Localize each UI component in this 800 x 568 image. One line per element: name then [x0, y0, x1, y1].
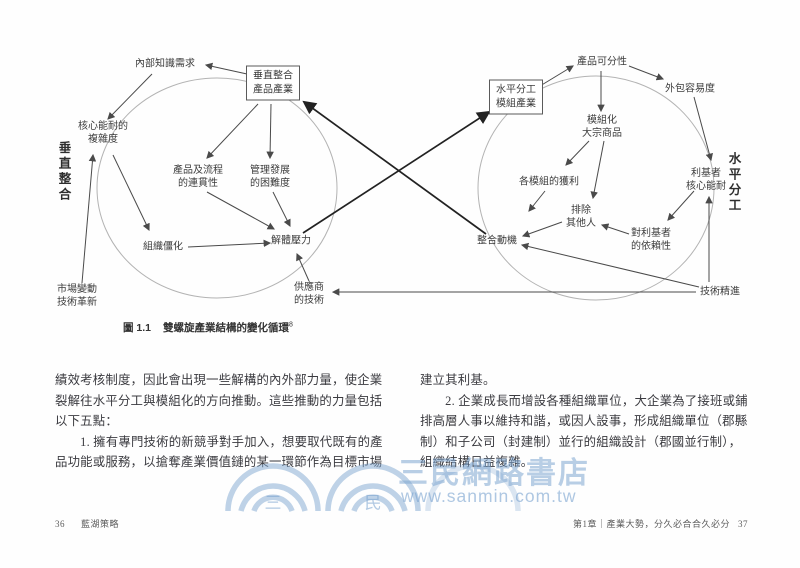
label-line: 的技術 — [294, 295, 324, 306]
label-outsourcing-ease: 外包容易度 — [665, 83, 715, 95]
label-modular-commodity: 模組化 大宗商品 — [582, 114, 622, 140]
text-line: 組織結構日益複雜。 — [420, 455, 534, 469]
label-product-divisibility: 產品可分性 — [577, 56, 627, 68]
node-line: 模組產業 — [496, 98, 536, 109]
label-supplier-tech: 供應商 的技術 — [294, 281, 324, 307]
label-tech-advance: 技術精進 — [700, 286, 740, 298]
label-core-complexity: 核心能耐的 複雜度 — [78, 120, 128, 146]
label-org-rigidity: 組織僵化 — [143, 241, 183, 253]
label-market-change: 市場變動 技術革新 — [57, 283, 97, 309]
watermark-url: www.sanmin.com.tw — [401, 486, 577, 506]
label-line: 其他人 — [566, 218, 596, 229]
figure-caption-text: 雙螺旋產業結構的變化循環 — [163, 322, 290, 334]
footer-chapter-title: 產業大勢，分久必合合久必分 — [606, 519, 730, 529]
node-line: 垂直整合 — [253, 70, 293, 82]
body-column-left: 績效考核制度，因此會出現一些解構的內外部力量，使企業 裂解往水平分工與模組化的方… — [55, 370, 395, 473]
label-line: 供應商 — [294, 281, 324, 293]
label-exclude-others: 排除 其他人 — [566, 204, 596, 230]
label-line: 利基者 — [691, 167, 721, 179]
label-integration-motive: 整合動機 — [477, 235, 517, 247]
text-line: 制）和子公司（封建制）並行的組織設計（郡國並行制）， — [420, 434, 742, 449]
text-line: 建立其利基。 — [420, 373, 496, 387]
left-cycle-arrows — [81, 62, 696, 296]
label-management-difficulty: 管理發展 的困難度 — [250, 164, 290, 190]
label-line: 的困難度 — [250, 178, 290, 189]
label-line: 的依賴性 — [631, 241, 671, 252]
label-internal-knowledge: 內部知識需求 — [135, 58, 195, 70]
label-line: 對利基者 — [631, 227, 671, 239]
label-line: 複雜度 — [88, 134, 118, 145]
label-line: 管理發展 — [250, 164, 290, 176]
label-niche-core-competence: 利基者 核心能耐 — [686, 167, 726, 193]
node-vertical-integration-industry: 垂直整合 產品產業 — [246, 65, 300, 101]
label-niche-dependence: 對利基者 的依賴性 — [631, 227, 671, 253]
footer-chapter-number: 第1章 — [572, 519, 597, 529]
text-line: 排高層人事以維持和諧，或因人設事，形成組織單位（郡縣 — [420, 414, 748, 428]
right-cycle-arrows — [520, 65, 713, 288]
label-product-process-coherence: 產品及流程 的連貫性 — [173, 164, 223, 190]
label-line: 排除 — [571, 204, 591, 216]
node-horizontal-modular-industry: 水平分工 模組產業 — [489, 79, 543, 115]
text-line: 裂解往水平分工與模組化的方向推動。這些推動的力量包括 — [55, 393, 383, 408]
figure-caption-footnote: 8 — [289, 321, 293, 329]
node-line: 產品產業 — [253, 84, 293, 95]
double-helix-diagram — [81, 62, 715, 301]
label-line: 的連貫性 — [178, 178, 218, 189]
footer-page-number-right: 37 — [738, 519, 748, 529]
figure-caption-number: 圖 1.1 — [123, 322, 152, 334]
footer-book-title: 藍湖策略 — [81, 519, 120, 529]
label-line: 大宗商品 — [582, 128, 622, 139]
footer-right: 第1章｜產業大勢，分久必合合久必分 37 — [573, 517, 756, 530]
label-line: 模組化 — [587, 114, 617, 126]
text-line: 績效考核制度，因此會出現一些解構的內外部力量，使企業 — [55, 373, 383, 387]
axis-vertical-integration: 垂直整合 — [56, 141, 71, 203]
watermark-logo-char: 三 — [264, 493, 282, 513]
text-line: 1. 擁有專門技術的新競爭對手加入，想要取代既有的產 — [55, 434, 383, 449]
node-line: 水平分工 — [496, 84, 536, 96]
text-line: 以下五點： — [55, 414, 118, 428]
label-module-profit: 各模組的獲利 — [519, 176, 579, 188]
figure-caption: 圖 1.1 雙螺旋產業結構的變化循環8 — [123, 320, 293, 335]
label-line: 核心能耐的 — [78, 120, 128, 132]
footer-chapter-separator: ｜ — [596, 519, 607, 529]
footer-page-number-left: 36 — [55, 519, 65, 529]
label-line: 市場變動 — [57, 283, 97, 295]
footer-left: 36 藍湖策略 — [55, 517, 119, 530]
watermark-logo-char: 民 — [364, 493, 382, 513]
label-disintegration-pressure: 解體壓力 — [271, 235, 311, 247]
left-cycle-circle — [96, 77, 338, 299]
cross-arrows — [302, 100, 491, 235]
text-line: 2. 企業成長而增設各種組織單位，大企業為了接班或鋪 — [420, 393, 748, 408]
right-cycle-circle — [477, 75, 715, 301]
label-line: 產品及流程 — [173, 164, 223, 176]
axis-horizontal-division: 水平分工 — [726, 152, 741, 214]
text-line: 品功能或服務，以搶奪產業價值鏈的某一環節作為目標市場 — [55, 455, 383, 469]
label-line: 核心能耐 — [686, 181, 726, 192]
body-column-right: 建立其利基。 2. 企業成長而增設各種組織單位，大企業為了接班或鋪 排高層人事以… — [420, 370, 760, 473]
label-line: 技術革新 — [57, 297, 97, 308]
